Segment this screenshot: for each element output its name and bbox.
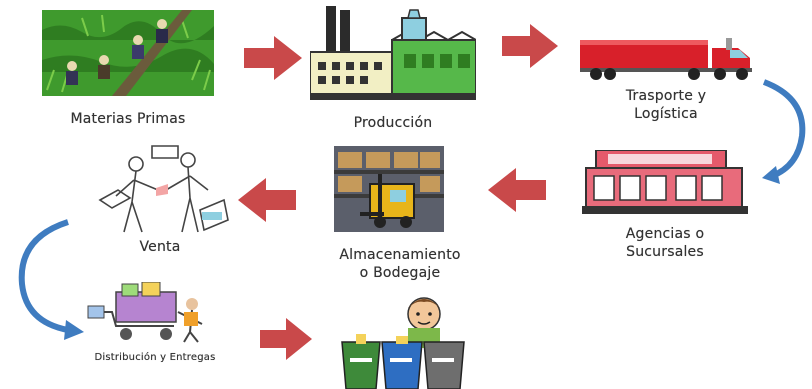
step-distribucion-label: Distribución y Entregas xyxy=(94,352,216,363)
arrow-left-icon xyxy=(488,168,546,212)
curved-arrow-icon xyxy=(18,219,84,340)
step-venta-label: Venta xyxy=(139,239,181,255)
step-reciclaje-image xyxy=(336,296,470,389)
step-agencias-label: Agencias o Sucursales xyxy=(580,225,750,261)
arrow-left-3 xyxy=(488,168,546,212)
step-agencias-image xyxy=(582,150,748,216)
truck-icon xyxy=(580,38,752,80)
step-transporte-label-line1: Trasporte y xyxy=(625,88,707,104)
curved-arrow-icon xyxy=(762,79,806,184)
step-almacenamiento-label: Almacenamiento o Bodegaje xyxy=(310,246,490,282)
delivery-cart-icon xyxy=(87,282,203,343)
step-almacenamiento-image xyxy=(334,146,444,232)
field-workers-icon xyxy=(42,10,214,96)
arrow-right-2 xyxy=(502,24,558,68)
step-produccion-label: Producción xyxy=(353,115,433,131)
step-transporte-label-line2: Logística xyxy=(634,106,698,122)
recycling-bins-icon xyxy=(341,297,465,389)
step-transporte-image xyxy=(580,34,770,82)
factory-icon xyxy=(310,6,476,100)
arrow-right-icon xyxy=(260,318,312,360)
step-almacenamiento-label-line2: o Bodegaje xyxy=(359,265,441,281)
curve-arrow-left xyxy=(10,216,90,340)
step-transporte-label: Trasporte y Logística xyxy=(586,87,746,123)
step-materias-primas-label: Materias Primas xyxy=(70,111,186,127)
arrow-left-icon xyxy=(238,178,296,222)
curve-arrow-right xyxy=(758,78,810,188)
arrow-right-icon xyxy=(502,24,558,68)
step-agencias-label-line2: Sucursales xyxy=(626,244,704,260)
arrow-left-4 xyxy=(238,178,296,222)
handshake-sale-icon xyxy=(98,145,229,233)
step-materias-primas-image xyxy=(42,10,214,96)
step-venta-image xyxy=(96,140,230,236)
arrow-right-icon xyxy=(244,36,302,80)
warehouse-forklift-icon xyxy=(334,146,444,232)
step-distribucion-image xyxy=(86,282,208,344)
step-agencias-label-line1: Agencias o xyxy=(625,226,705,242)
storefront-icon xyxy=(582,150,748,214)
step-almacenamiento-label-line1: Almacenamiento xyxy=(339,247,461,263)
arrow-right-1 xyxy=(244,36,302,80)
arrow-right-5 xyxy=(260,318,312,360)
step-produccion-image xyxy=(310,6,476,102)
